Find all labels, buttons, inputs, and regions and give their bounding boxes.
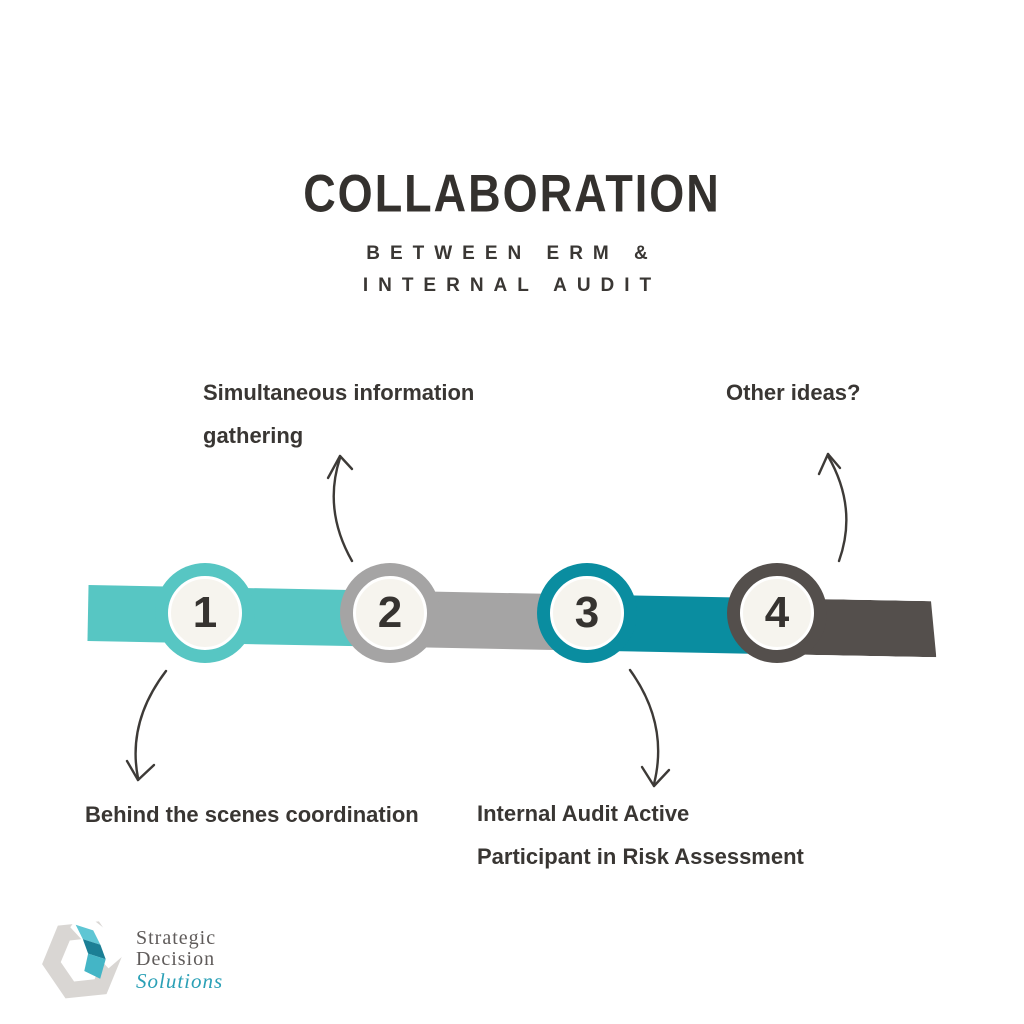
annotation-step4: Other ideas? [726, 380, 861, 405]
annotation-step2-line1: Simultaneous information [203, 380, 475, 405]
step-number-4: 4 [740, 576, 814, 650]
logo-hexagon-icon [42, 912, 130, 999]
step-number-1: 1 [168, 576, 242, 650]
timeline-step-3: 3 [537, 563, 637, 663]
logo-text-line3: Solutions [136, 969, 224, 993]
timeline-step-4: 4 [727, 563, 827, 663]
arrow-step2-up [326, 454, 354, 563]
logo-text-line1: Strategic [136, 927, 217, 949]
annotation-step1: Behind the scenes coordination [85, 802, 419, 827]
logo-text: Strategic Decision Solutions [136, 928, 223, 993]
annotation-step2-line2: gathering [203, 423, 304, 448]
arrow-step4-up [817, 452, 848, 563]
company-logo: Strategic Decision Solutions [40, 912, 223, 1004]
title-block: COLLABORATION BETWEEN ERM & INTERNAL AUD… [0, 163, 1024, 297]
annotation-step3: Internal Audit Active Participant in Ris… [477, 792, 804, 878]
step-number-3: 3 [550, 576, 624, 650]
logo-text-line2: Decision [136, 948, 216, 970]
annotation-step3-line1: Internal Audit Active [477, 801, 690, 826]
step-number-2: 2 [353, 576, 427, 650]
annotation-step2: Simultaneous information gathering [203, 371, 474, 457]
annotation-step3-line2: Participant in Risk Assessment [477, 844, 804, 869]
arrow-step3-down [628, 668, 671, 788]
timeline-step-1: 1 [155, 563, 255, 663]
arrow-step1-down [125, 669, 168, 782]
timeline-step-2: 2 [340, 563, 440, 663]
page-subtitle-line1: BETWEEN ERM & [366, 243, 658, 264]
page-title: COLLABORATION [303, 163, 721, 224]
page-subtitle-line2: INTERNAL AUDIT [362, 275, 662, 296]
